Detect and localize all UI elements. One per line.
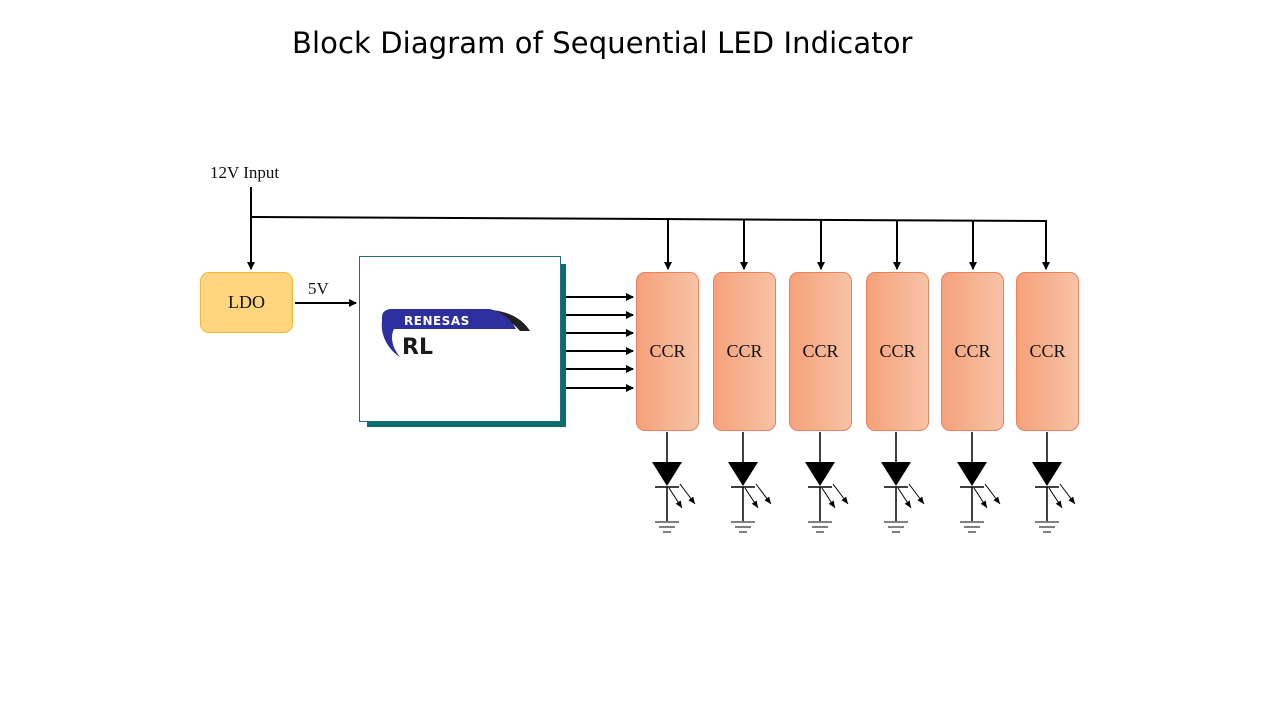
ccr-block-5: CCR bbox=[941, 272, 1004, 431]
ccr-label: CCR bbox=[954, 341, 991, 361]
ccr-block-6: CCR bbox=[1016, 272, 1079, 431]
led-symbol bbox=[1032, 432, 1076, 533]
logo-banner bbox=[382, 309, 516, 329]
led-symbol bbox=[652, 432, 696, 533]
ccr-label: CCR bbox=[649, 341, 686, 361]
input-voltage-label: 12V Input bbox=[210, 163, 280, 182]
led-diode-icon bbox=[728, 462, 758, 486]
led-diode-icon bbox=[881, 462, 911, 486]
ccr-block-2: CCR bbox=[713, 272, 776, 431]
led-diode-icon bbox=[1032, 462, 1062, 486]
diagram-title: Block Diagram of Sequential LED Indicato… bbox=[292, 26, 913, 60]
ccr-block-4: CCR bbox=[866, 272, 929, 431]
ccr-label: CCR bbox=[879, 341, 916, 361]
led-symbol bbox=[728, 432, 772, 533]
light-emission-arrowhead bbox=[828, 500, 835, 508]
ldo-output-label: 5V bbox=[308, 279, 329, 298]
mcu-block: RENESAS RL bbox=[359, 256, 561, 422]
light-emission-arrowhead bbox=[764, 496, 771, 504]
led-diode-icon bbox=[652, 462, 682, 486]
light-emission-arrowhead bbox=[1068, 496, 1075, 504]
light-emission-arrowhead bbox=[1055, 500, 1062, 508]
logo-brand-text: RENESAS bbox=[404, 314, 470, 328]
light-emission-arrowhead bbox=[993, 496, 1000, 504]
ldo-label: LDO bbox=[228, 292, 265, 312]
led-symbol bbox=[881, 432, 925, 533]
supply-bus-wire bbox=[249, 216, 1048, 222]
ccr-label: CCR bbox=[1029, 341, 1066, 361]
logo-family-text: RL bbox=[402, 335, 433, 360]
light-emission-arrowhead bbox=[904, 500, 911, 508]
ccr-label: CCR bbox=[726, 341, 763, 361]
led-diode-icon bbox=[805, 462, 835, 486]
renesas-rl-logo: RENESAS RL bbox=[381, 309, 530, 360]
ccr-label: CCR bbox=[802, 341, 839, 361]
led-symbol bbox=[957, 432, 1001, 533]
led-diode-icon bbox=[957, 462, 987, 486]
light-emission-arrowhead bbox=[980, 500, 987, 508]
light-emission-arrowhead bbox=[688, 496, 695, 504]
light-emission-arrowhead bbox=[675, 500, 682, 508]
ldo-block: LDO bbox=[200, 272, 293, 333]
ccr-block-3: CCR bbox=[789, 272, 852, 431]
led-symbol bbox=[805, 432, 849, 533]
light-emission-arrowhead bbox=[751, 500, 758, 508]
light-emission-arrowhead bbox=[917, 496, 924, 504]
ccr-block-1: CCR bbox=[636, 272, 699, 431]
light-emission-arrowhead bbox=[841, 496, 848, 504]
logo-swoosh-blue bbox=[381, 321, 400, 357]
